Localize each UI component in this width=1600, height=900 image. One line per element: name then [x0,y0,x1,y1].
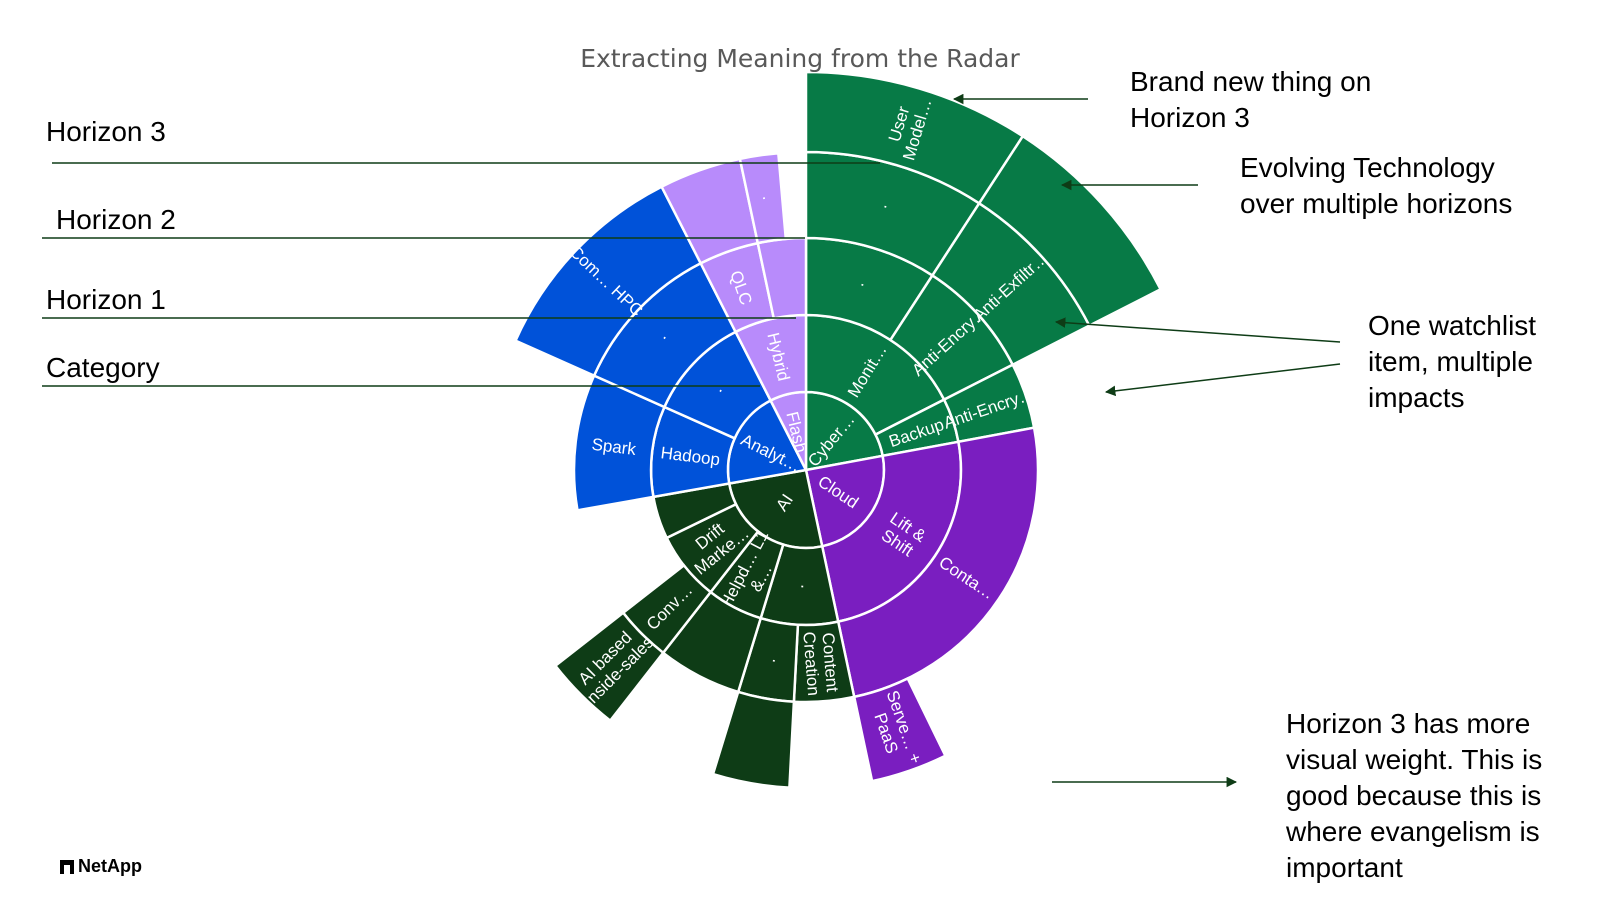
annotation-line: item, multiple [1368,346,1533,377]
horizon-1-label: Horizon 1 [46,284,166,315]
segment-shape [977,134,1163,328]
sunburst-segment-cloud-ring-3[interactable]: Conta… [836,426,1040,699]
annotation-line: over multiple horizons [1240,188,1513,219]
annotation-line: important [1286,852,1403,883]
arrow-watchlist-1 [1054,317,1341,343]
arrow-watchlist-2 [1104,363,1341,397]
annotation-line: Horizon 3 [1130,102,1250,133]
sunburst-segment-analytics-ring-4[interactable]: Com… HPC [513,185,703,378]
netapp-logo-text: NetApp [78,856,142,876]
annotation-visual-weight: Horizon 3 has more visual weight. This i… [1286,706,1542,886]
annotation-line: Horizon 3 has more [1286,708,1531,739]
segment-label: · [755,194,775,202]
netapp-logo: NetApp [60,856,142,877]
annotation-evolving: Evolving Technology over multiple horizo… [1240,150,1512,222]
annotation-line: impacts [1368,382,1465,413]
sunburst-segment-analytics-ring-3[interactable]: Spark [572,373,667,512]
chart-title: Extracting Meaning from the Radar [580,44,1020,73]
sunburst-segment-ai-ring-4[interactable] [711,690,796,789]
horizon-guide-lines [42,162,880,387]
annotation-line: Brand new thing on [1130,66,1372,97]
segment-label: ContentCreation [799,629,842,696]
segment-label: · [852,279,872,290]
segment-shape [553,611,665,723]
netapp-logo-icon [60,859,74,874]
annotation-line: where evangelism is [1286,816,1540,847]
segment-shape [852,676,948,783]
annotation-brand-new: Brand new thing on Horizon 3 [1130,64,1371,136]
sunburst-segment-flash-ring-3[interactable]: QLC [699,241,776,334]
annotation-watchlist: One watchlist item, multiple impacts [1368,308,1536,416]
sunburst-segment-cyber-ring-3[interactable]: Anti-Encry… [941,363,1038,444]
annotation-line: Evolving Technology [1240,152,1495,183]
sunburst-segment-flash-ring-2[interactable]: Hybrid [733,313,808,403]
sunburst-segment-cloud-ring-4[interactable]: Serve… +PaaS [852,676,948,783]
segment-label: · [763,656,783,665]
sunburst-segment-flash-ring-4[interactable]: · [738,151,788,245]
horizon-2-label: Horizon 2 [56,204,176,235]
sunburst-segment-analytics-ring-1[interactable]: Analyt… [726,398,808,485]
annotation-line: One watchlist [1368,310,1537,341]
segment-label: · [875,201,895,212]
sunburst-segment-ai-ring-2[interactable]: DriftMarke… [665,502,760,594]
annotation-line: good because this is [1286,780,1542,811]
segment-label: · [792,583,811,589]
category-label: Category [46,352,160,383]
annotation-arrows [952,93,1341,788]
sunburst-segment-cyber-ring-1[interactable]: Cyber… [804,390,885,472]
segment-shape [711,690,796,789]
sunburst-segment-cyber-ring-3[interactable]: Anti-Encry… [888,273,1015,402]
horizon-3-label: Horizon 3 [46,116,166,147]
segment-shape [738,151,788,245]
sunburst-segment-cyber-ring-5[interactable] [977,134,1163,328]
sunburst-segment-ai-ring-3[interactable]: ContentCreation [792,620,856,704]
annotation-line: visual weight. This is [1286,744,1543,775]
